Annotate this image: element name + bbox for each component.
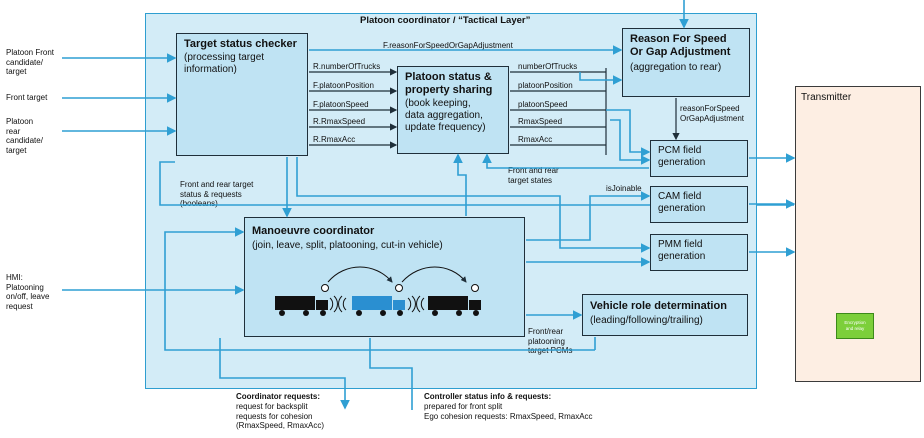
platoon-status-sub: (book keeping, data aggregation, update …	[405, 98, 486, 133]
coordinator-title: Platoon coordinator / “Tactical Layer”	[360, 15, 531, 26]
encryption-badge: Encryption and relay	[836, 313, 874, 339]
signal-r-rmax-acc: R.RmaxAcc	[313, 135, 356, 144]
pmm-box: PMM field generation	[650, 234, 748, 271]
data-flow-arrows	[159, 0, 796, 410]
signal-lines	[309, 68, 680, 155]
reason-sub: (aggregation to rear)	[630, 62, 722, 73]
target-status-title: Target status checker	[184, 38, 297, 50]
vehicle-role-sub: (leading/following/trailing)	[590, 315, 703, 326]
pcm-title: PCM field generation	[658, 145, 706, 168]
pcm-box: PCM field generation	[650, 140, 748, 177]
cam-title: CAM field generation	[658, 191, 706, 214]
target-status-sub: (processing target information)	[184, 52, 265, 75]
antenna-icon	[395, 284, 403, 292]
input-front-target: Front target	[6, 93, 48, 102]
antenna-icon	[471, 284, 479, 292]
antenna-icon	[321, 284, 329, 292]
platoon-status-box: Platoon status & property sharing (book …	[397, 66, 509, 154]
signal-fr-states: Front and rear target states	[508, 166, 559, 185]
input-front-candidate: Platoon Front candidate/ target	[6, 48, 55, 76]
signal-r-num: R.numberOfTrucks	[313, 62, 381, 71]
manoeuvre-sub: (join, leave, split, platooning, cut-in …	[252, 240, 443, 251]
input-rear-candidate: Platoon rear candidate/ target	[6, 117, 43, 155]
vehicle-role-box: Vehicle role determination (leading/foll…	[582, 294, 748, 336]
signal-reason-out: reasonForSpeed OrGapAdjustment	[680, 104, 745, 123]
signal-f-pos: F.platoonPosition	[313, 81, 374, 90]
input-hmi: HMI: Platooning on/off, leave request	[6, 273, 50, 311]
input-arrows	[62, 53, 245, 295]
truck-middle-icon	[352, 296, 405, 316]
signal-r-rmax-speed: R.RmaxSpeed	[313, 117, 366, 126]
coord-requests-body: request for backsplit requests for cohes…	[236, 402, 325, 430]
manoeuvre-coordinator-box: Manoeuvre coordinator (join, leave, spli…	[244, 217, 525, 337]
signal-fr-requests: Front and rear target status & requests …	[180, 180, 254, 208]
coord-requests-title: Coordinator requests:	[236, 392, 321, 401]
reason-box: Reason For Speed Or Gap Adjustment (aggr…	[622, 28, 750, 97]
wireless-link-icons	[327, 266, 467, 313]
signal-num: numberOfTrucks	[518, 62, 578, 71]
reason-title: Reason For Speed Or Gap Adjustment	[630, 33, 731, 58]
controller-status-title: Controller status info & requests:	[424, 392, 552, 401]
truck-rear-icon	[428, 296, 481, 316]
signal-f-reason: F.reasonForSpeedOrGapAdjustment	[383, 41, 513, 50]
signal-rmax-speed: RmaxSpeed	[518, 117, 563, 126]
signal-speed: platoonSpeed	[518, 100, 568, 109]
vehicle-role-title: Vehicle role determination	[590, 300, 727, 312]
truck-lead-icon	[275, 296, 328, 316]
cam-box: CAM field generation	[650, 186, 748, 223]
pmm-title: PMM field generation	[658, 239, 706, 262]
signal-rmax-acc: RmaxAcc	[518, 135, 553, 144]
controller-status-body: prepared for front split Ego cohesion re…	[424, 402, 593, 421]
truck-illustration	[275, 266, 481, 316]
signal-f-speed: F.platoonSpeed	[313, 100, 369, 109]
signal-is-joinable: isJoinable	[606, 184, 642, 193]
transmitter-title: Transmitter	[801, 92, 852, 103]
manoeuvre-title: Manoeuvre coordinator	[252, 225, 375, 237]
target-status-checker-box: Target status checker (processing target…	[176, 33, 308, 156]
platoon-status-title: Platoon status & property sharing	[405, 71, 493, 96]
signal-pos: platoonPosition	[518, 81, 573, 90]
